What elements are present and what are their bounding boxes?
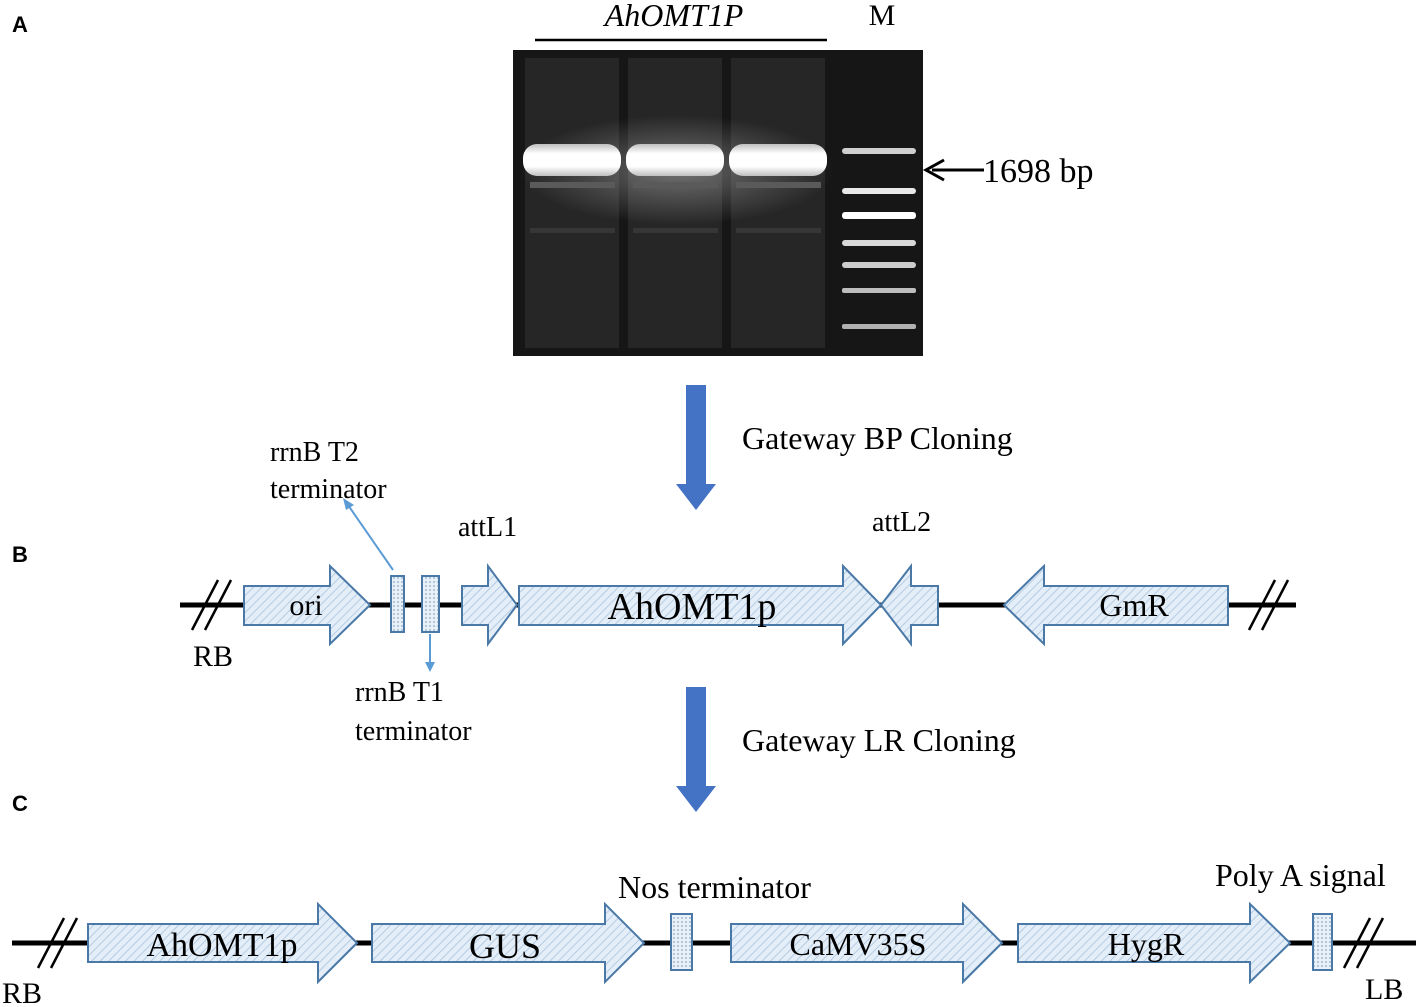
band-size-label: 1698 bp xyxy=(983,153,1094,190)
gmr-label: GmR xyxy=(1099,587,1169,623)
rb-label-c: RB xyxy=(2,977,42,1007)
panel-letter-c: C xyxy=(12,791,28,816)
bp-cloning-step-arrow xyxy=(676,385,716,510)
gmr-arrow xyxy=(1002,563,1229,647)
gel-band-lane-3 xyxy=(729,144,827,176)
rb-label-b: RB xyxy=(193,640,233,673)
gel-title: AhOMT1P xyxy=(603,0,744,33)
gel-band-lane-2 xyxy=(626,144,724,176)
ori-label: ori xyxy=(289,589,322,622)
camv35s-label: CaMV35S xyxy=(790,926,927,962)
rrnb-t2-callout-line xyxy=(347,504,394,571)
rrnb-t1-label: rrnB T1 xyxy=(355,677,444,708)
hygr-arrow xyxy=(1017,901,1292,985)
nos-terminator-label: Nos terminator xyxy=(618,869,811,905)
attl1-label: attL1 xyxy=(458,512,517,543)
hygr-label: HygR xyxy=(1108,926,1185,962)
bp-cloning-label: Gateway BP Cloning xyxy=(742,420,1013,456)
break-mark-c-left xyxy=(49,917,79,969)
rrnb-t1-label-line2: terminator xyxy=(355,716,472,747)
rrnb-t2-label: rrnB T2 xyxy=(270,437,359,468)
gel-image xyxy=(513,50,923,356)
panel-letter-a: A xyxy=(12,12,28,37)
gus-arrow xyxy=(371,901,646,985)
ahomt1p-promoter-label: AhOMT1p xyxy=(146,927,297,964)
gus-label: GUS xyxy=(469,926,541,966)
ahomt1p-insert-arrow xyxy=(518,563,883,647)
break-mark-right xyxy=(1260,579,1290,631)
polya-signal-label: Poly A signal xyxy=(1215,857,1386,893)
camv35s-arrow xyxy=(730,901,1004,985)
lb-label: LB xyxy=(1365,973,1403,1006)
polya-signal-box xyxy=(1312,913,1333,971)
ahomt1p-insert-label: AhOMT1p xyxy=(608,586,777,628)
gel-band-lane-1 xyxy=(523,144,621,176)
break-mark-c-right xyxy=(1355,917,1385,969)
marker-label: M xyxy=(869,0,896,32)
panel-letter-b: B xyxy=(12,542,28,567)
rrnb-t2-label-line2: terminator xyxy=(270,474,387,505)
lr-cloning-label: Gateway LR Cloning xyxy=(742,722,1016,758)
rrnb-t1-terminator-box xyxy=(421,575,440,633)
attl2-arrow xyxy=(879,563,939,647)
attl1-arrow xyxy=(461,562,519,648)
break-mark-left xyxy=(203,579,233,631)
rrnb-t2-terminator-box xyxy=(390,575,405,633)
lr-cloning-step-arrow xyxy=(676,687,716,812)
ori-arrow xyxy=(243,563,372,647)
band-size-arrowhead xyxy=(922,158,945,182)
attl2-label: attL2 xyxy=(872,507,931,538)
ahomt1p-promoter-arrow xyxy=(87,901,359,985)
marker-ladder xyxy=(842,148,916,329)
nos-terminator-box xyxy=(670,913,693,971)
